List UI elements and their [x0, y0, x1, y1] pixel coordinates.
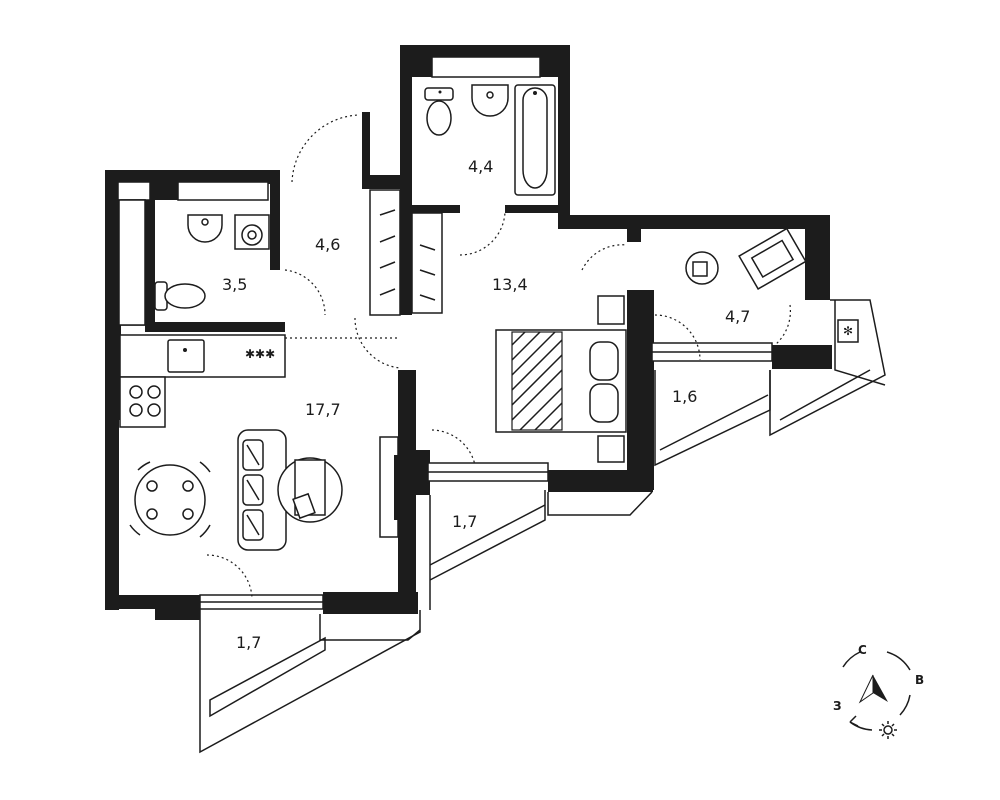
hanger-icon — [379, 209, 396, 296]
toilet-icon — [424, 87, 454, 136]
stovetop-icon — [129, 385, 161, 417]
washing-machine-icon — [234, 214, 270, 250]
coffee-table-icon — [277, 457, 343, 523]
area-label-balcony-middle: 1,7 — [452, 512, 477, 531]
dining-table-icon — [129, 461, 211, 538]
fridge-icon: ✻ — [837, 319, 859, 343]
svg-text:✻: ✻ — [843, 324, 853, 338]
thin-lines — [117, 56, 886, 754]
kitchen: ✱✱✱ — [119, 334, 286, 428]
toilet-icon — [154, 281, 206, 311]
area-label-living-kitchen: 17,7 — [305, 400, 341, 419]
bathroom-fixtures — [424, 84, 556, 196]
compass: С В З — [833, 643, 924, 739]
dressing-fixtures — [685, 227, 807, 290]
bathtub-icon — [514, 84, 556, 196]
walls — [105, 45, 832, 620]
compass-needle-icon — [873, 675, 888, 702]
fridge-label: ✱✱✱ — [245, 347, 275, 361]
sofa-icon — [237, 429, 287, 551]
area-label-wc-laundry: 3,5 — [222, 275, 247, 294]
area-label-balcony-west: 1,7 — [236, 633, 261, 652]
sink-icon — [187, 214, 223, 243]
area-label-balcony-east: 1,6 — [672, 387, 697, 406]
compass-north: С — [858, 643, 867, 657]
sun-icon — [879, 721, 897, 739]
compass-west: З — [833, 699, 842, 713]
wc-fixtures — [154, 214, 270, 311]
bed-icon — [495, 295, 627, 463]
sink-icon — [167, 339, 205, 373]
doors — [206, 114, 792, 599]
wardrobe — [369, 189, 443, 316]
area-label-bedroom: 13,4 — [492, 275, 528, 294]
area-label-bathroom: 4,4 — [468, 157, 493, 176]
tv-icon — [379, 436, 400, 538]
sink-icon — [471, 84, 509, 117]
area-label-dressing: 4,7 — [725, 307, 750, 326]
area-label-hallway: 4,6 — [315, 235, 340, 254]
compass-east: В — [915, 673, 924, 687]
